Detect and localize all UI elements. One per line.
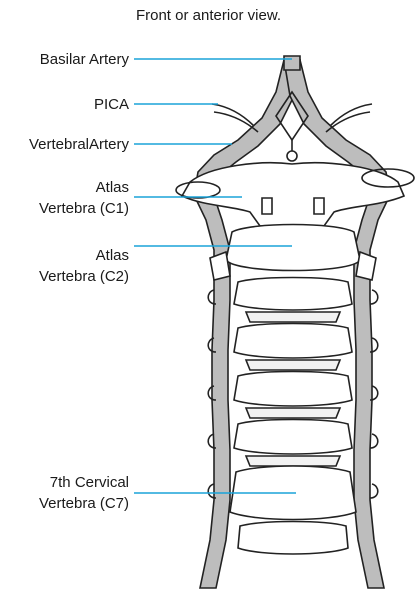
axis-c2-lateral-left bbox=[210, 252, 230, 280]
disc-c4 bbox=[246, 360, 340, 370]
vertebra-c6 bbox=[234, 420, 352, 455]
right-pica bbox=[330, 104, 372, 126]
cervical-stack bbox=[208, 278, 378, 555]
vertebra-c5 bbox=[234, 372, 352, 407]
axis-c2-body bbox=[226, 225, 360, 271]
vertebra-c3 bbox=[234, 278, 352, 311]
vertebra-c4 bbox=[234, 324, 352, 359]
disc-c5 bbox=[246, 408, 340, 418]
midline-node bbox=[287, 151, 297, 161]
disc-c3 bbox=[246, 312, 340, 322]
left-pica bbox=[212, 104, 254, 126]
axis-c2 bbox=[210, 225, 376, 281]
disc-c6 bbox=[246, 456, 340, 466]
axis-c2-lateral-right bbox=[356, 252, 376, 280]
basilar-trunk bbox=[284, 56, 300, 70]
vertebra-t1 bbox=[238, 522, 348, 555]
